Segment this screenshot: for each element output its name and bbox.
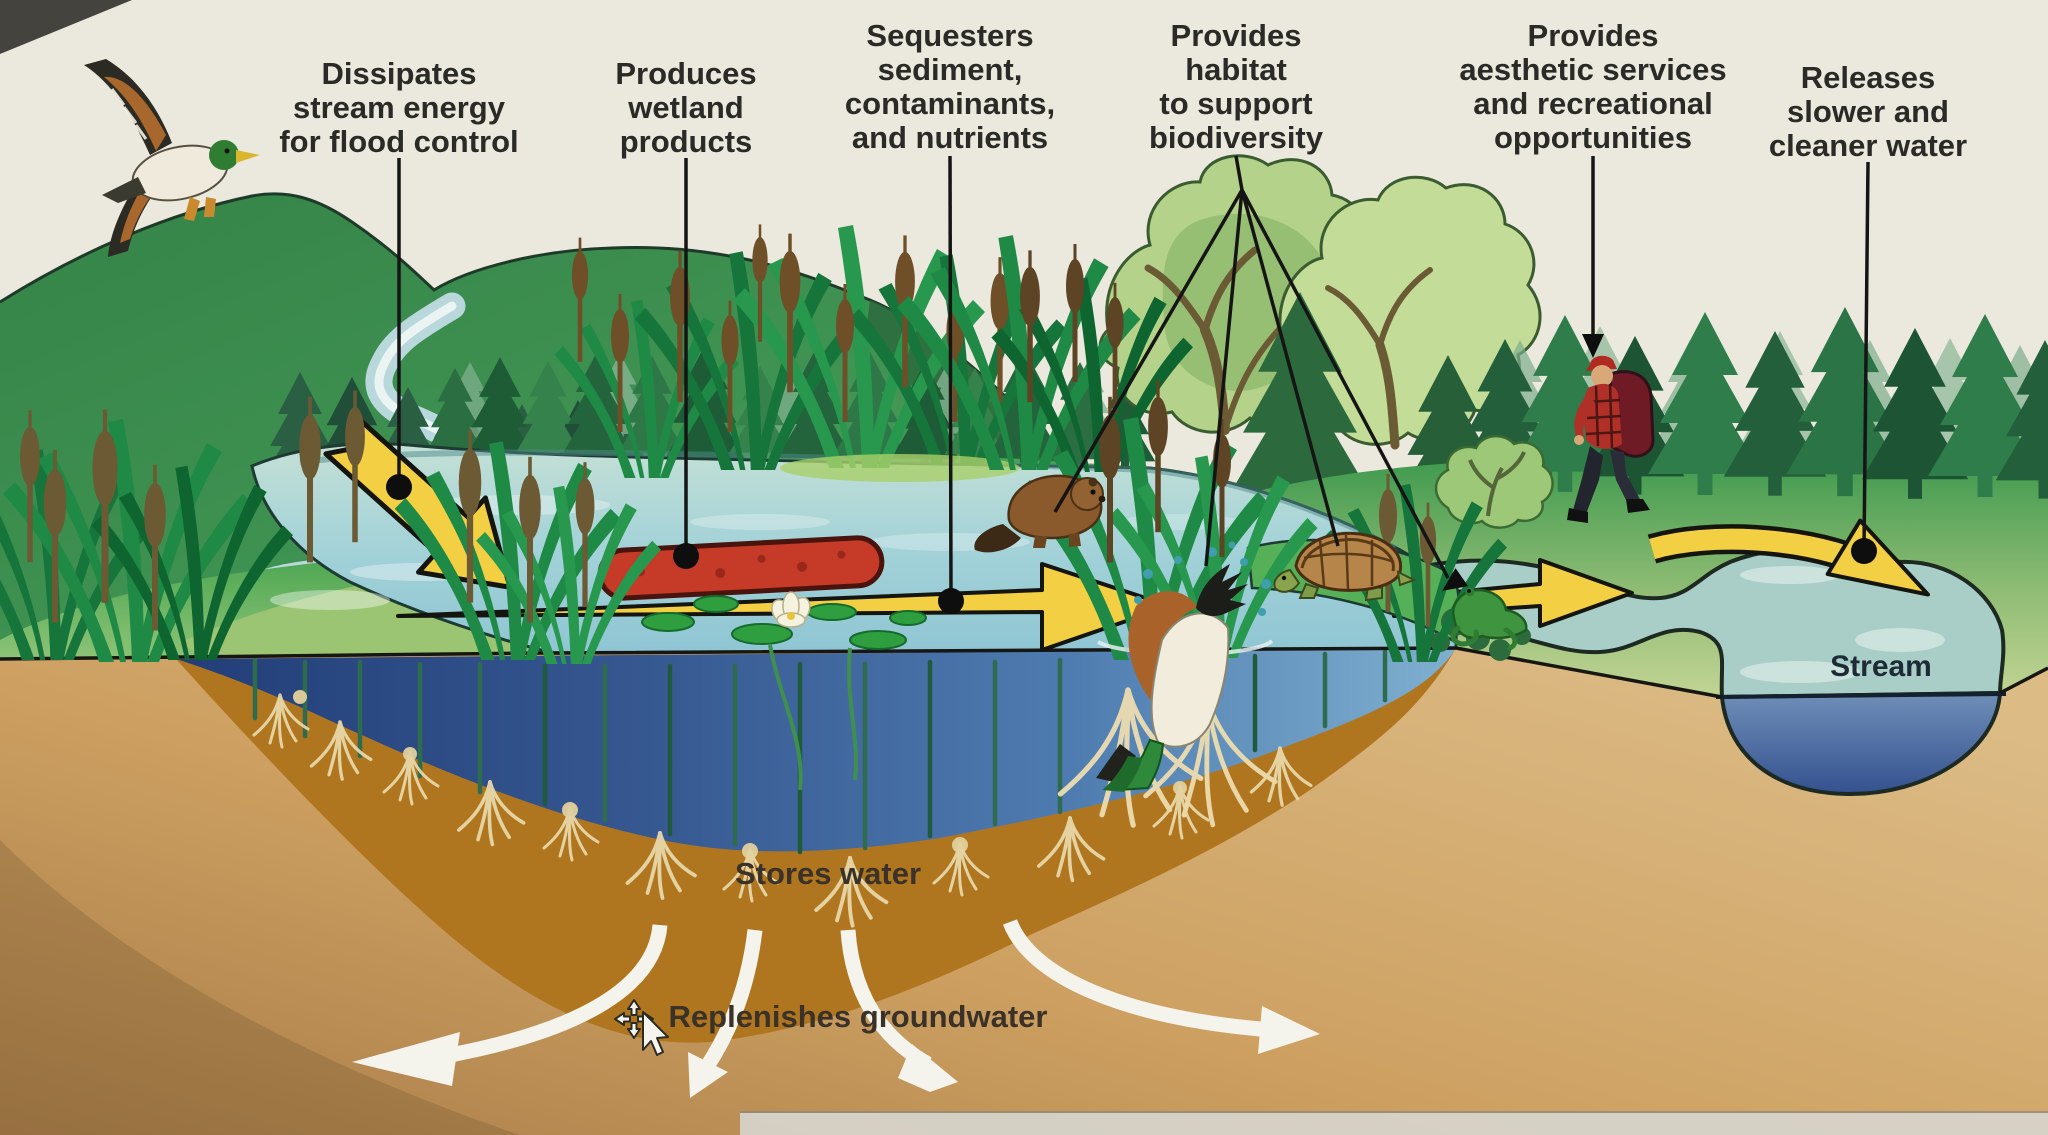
- stream-bowl: [1719, 690, 2003, 797]
- svg-text:Sequesters: Sequesters: [866, 18, 1033, 53]
- label-releases: Releases slower and cleaner water: [1769, 60, 1967, 163]
- pond-underwater: [176, 648, 1456, 852]
- svg-text:biodiversity: biodiversity: [1149, 120, 1324, 155]
- label-produces: Produces wetland products: [615, 56, 756, 159]
- svg-text:Provides: Provides: [1528, 18, 1659, 53]
- plant-roots: [252, 690, 1313, 928]
- groundwater-arrow-icon: [1002, 919, 1320, 1054]
- svg-text:Provides: Provides: [1171, 18, 1302, 53]
- svg-text:sediment,: sediment,: [878, 52, 1023, 87]
- leader-dots: [386, 334, 1877, 614]
- label-dissipates: Dissipates stream energy for flood contr…: [279, 56, 518, 159]
- svg-text:Releases: Releases: [1801, 60, 1935, 95]
- groundwater-arrow-icon: [840, 929, 958, 1092]
- svg-text:and nutrients: and nutrients: [852, 120, 1048, 155]
- right-forest: [1434, 307, 2048, 529]
- svg-text:aesthetic services: aesthetic services: [1459, 52, 1726, 87]
- svg-text:products: products: [620, 124, 753, 159]
- beaver-icon: [974, 474, 1106, 553]
- groundwater-arrows: [352, 919, 1320, 1098]
- svg-text:Dissipates: Dissipates: [321, 56, 476, 91]
- leader-arrowhead: [1582, 334, 1604, 358]
- leader-arrowhead: [1442, 568, 1469, 591]
- label-stores-water: Stores water: [735, 856, 921, 891]
- groundwater-arrow-icon: [688, 929, 763, 1098]
- reed-tufts: [0, 224, 1507, 664]
- frog-icon: [1450, 587, 1528, 651]
- turtle-icon: [1273, 531, 1417, 602]
- svg-text:habitat: habitat: [1185, 52, 1287, 87]
- diving-duck-icon: [1096, 541, 1274, 792]
- svg-text:opportunities: opportunities: [1494, 120, 1692, 155]
- svg-text:to support: to support: [1159, 86, 1312, 121]
- svg-text:Produces: Produces: [615, 56, 756, 91]
- label-aesthetic: Provides aesthetic services and recreati…: [1459, 18, 1726, 155]
- label-sequesters: Sequesters sediment, contaminants, and n…: [845, 18, 1055, 155]
- svg-text:stream energy: stream energy: [293, 90, 506, 125]
- label-habitat: Provides habitat to support biodiversity: [1149, 18, 1324, 155]
- svg-text:cleaner water: cleaner water: [1769, 128, 1967, 163]
- svg-text:slower and: slower and: [1787, 94, 1949, 129]
- soil-cross-section: [0, 648, 2048, 1135]
- ground-line: [0, 646, 2048, 699]
- mallard-duck-icon: [84, 59, 260, 257]
- groundwater-arrow-icon: [352, 924, 668, 1086]
- function-labels: Dissipates stream energy for flood contr…: [279, 18, 1967, 1034]
- underwater-stems: [252, 649, 1388, 855]
- svg-text:for flood control: for flood control: [279, 124, 518, 159]
- svg-text:wetland: wetland: [627, 90, 743, 125]
- hiker-icon: [1567, 355, 1655, 523]
- svg-text:and recreational: and recreational: [1473, 86, 1712, 121]
- lotus-flower-icon: [771, 591, 811, 628]
- label-replenishes: Replenishes groundwater: [669, 999, 1048, 1034]
- leader-lines: [397, 155, 1870, 602]
- stream-flow-arrow-icon: [1647, 518, 1930, 597]
- label-stream: Stream: [1830, 650, 1932, 683]
- move-cursor-icon: [614, 999, 669, 1056]
- svg-text:contaminants,: contaminants,: [845, 86, 1055, 121]
- lily-pads: [641, 591, 927, 791]
